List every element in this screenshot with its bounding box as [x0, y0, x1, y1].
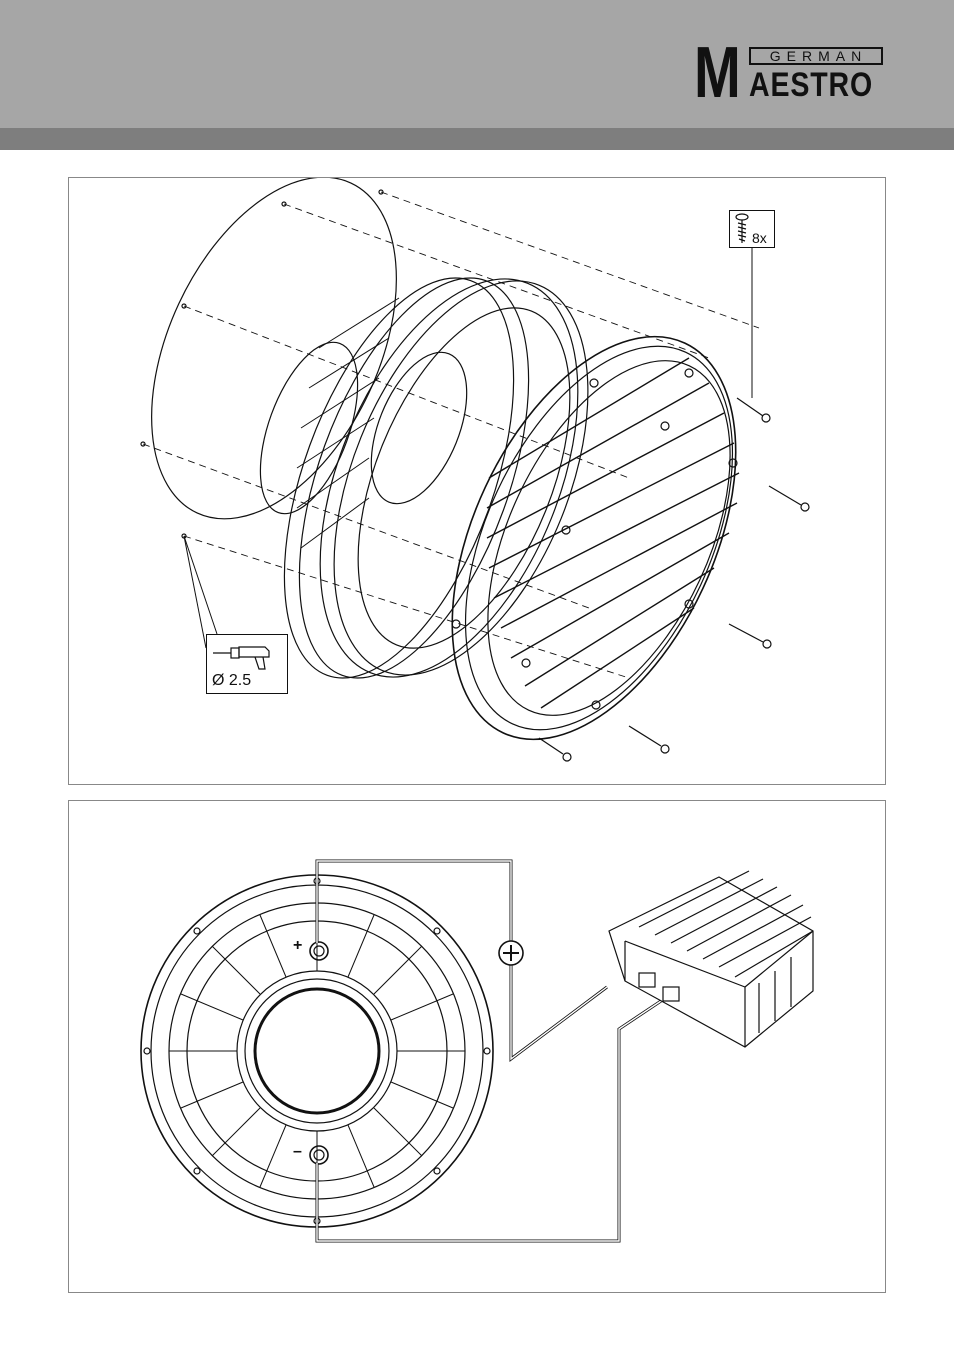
mounting-surface: [102, 178, 446, 557]
logo-initial: M: [694, 44, 739, 102]
negative-terminal: [310, 1146, 328, 1164]
wiring-drawing: [69, 801, 885, 1292]
amplifier-heatsink: [609, 871, 813, 1047]
screw-count-label: 8x: [752, 230, 767, 246]
cone: [315, 278, 613, 678]
connector-positive: [639, 973, 655, 987]
positive-terminal: [310, 942, 328, 960]
drill-icon: [207, 635, 287, 671]
screw-icon: [732, 211, 752, 247]
guide-lines: [143, 192, 759, 678]
drill-diameter-label: Ø 2.5: [212, 672, 251, 690]
dust-cap: [352, 339, 486, 517]
installation-diagram-panel: Ø 2.5 8x: [68, 177, 886, 785]
basket-spokes: [169, 903, 465, 1199]
brand-logo: M GERMAN AESTRO: [694, 44, 888, 102]
magnet-ring: [237, 971, 397, 1131]
drill-size-callout: Ø 2.5: [206, 634, 288, 694]
grille-screw-holes: [452, 369, 737, 709]
screw-count-callout: 8x: [729, 210, 775, 248]
negative-wire: [317, 1001, 661, 1241]
logo-german: GERMAN: [749, 47, 883, 65]
screws: [539, 398, 809, 761]
grille-bars: [487, 358, 739, 708]
negative-sign-label: –: [293, 1144, 302, 1160]
header-dark-band: [0, 128, 954, 150]
connector-negative: [663, 987, 679, 1001]
grille-outer: [394, 292, 793, 783]
logo-aestro: AESTRO: [749, 68, 873, 102]
exploded-speaker-drawing: [69, 178, 885, 784]
wiring-diagram-panel: + –: [68, 800, 886, 1293]
vent-hole: [255, 989, 379, 1113]
positive-sign-label: +: [293, 938, 302, 954]
